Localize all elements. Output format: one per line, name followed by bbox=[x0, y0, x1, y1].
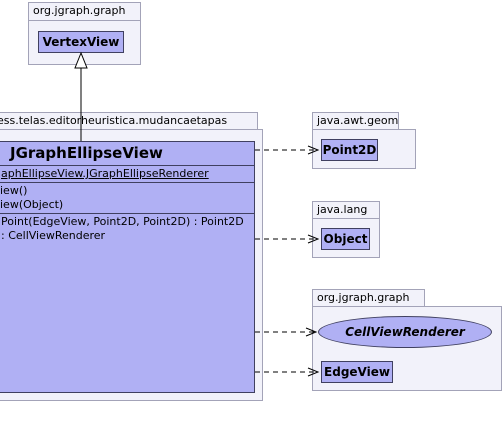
package-tab-lang: java.lang bbox=[312, 201, 380, 219]
class-vertex-view-label: VertexView bbox=[42, 35, 120, 49]
class-object[interactable]: Object bbox=[321, 228, 370, 250]
inheritance-arrowhead bbox=[74, 51, 88, 69]
interface-cell-view-renderer-label: CellViewRenderer bbox=[345, 325, 465, 339]
attribute-row: aphEllipseView.JGraphEllipseRenderer bbox=[0, 167, 254, 181]
class-point2d-label: Point2D bbox=[322, 143, 377, 157]
package-name-top: org.jgraph.graph bbox=[33, 4, 126, 17]
dependency-arrowhead-edge-view bbox=[307, 367, 320, 377]
methods-compartment: Point(EdgeView, Point2D, Point2D) : Poin… bbox=[0, 214, 254, 244]
class-vertex-view[interactable]: VertexView bbox=[38, 31, 124, 53]
class-point2d[interactable]: Point2D bbox=[321, 139, 378, 161]
class-edge-view[interactable]: EdgeView bbox=[321, 361, 393, 383]
package-name-geom: java.awt.geom bbox=[317, 114, 399, 127]
constructors-compartment: iew() iew(Object) bbox=[0, 183, 254, 214]
dependency-arrowhead-point2d bbox=[307, 145, 320, 155]
dependency-arrowhead-cell-view-renderer bbox=[305, 327, 318, 337]
package-tab-geom: java.awt.geom bbox=[312, 112, 399, 130]
interface-cell-view-renderer[interactable]: CellViewRenderer bbox=[318, 316, 492, 348]
attributes-compartment: aphEllipseView.JGraphEllipseRenderer bbox=[0, 166, 254, 183]
package-name-main: ess.telas.editorheuristica.mudancaetapas bbox=[0, 114, 228, 127]
constructor-row: iew(Object) bbox=[0, 198, 64, 211]
class-jgraph-ellipse-view-title: JGraphEllipseView bbox=[0, 142, 254, 166]
attribute-renderer: aphEllipseView.JGraphEllipseRenderer bbox=[1, 167, 209, 180]
dependency-arrowhead-object bbox=[307, 234, 320, 244]
method-row: : CellViewRenderer bbox=[1, 229, 106, 242]
method-row: Point(EdgeView, Point2D, Point2D) : Poin… bbox=[1, 215, 244, 228]
package-name-graph2: org.jgraph.graph bbox=[317, 291, 410, 304]
class-jgraph-ellipse-view[interactable]: JGraphEllipseView aphEllipseView.JGraphE… bbox=[0, 141, 255, 393]
constructor-row: iew() bbox=[0, 184, 28, 197]
class-object-label: Object bbox=[323, 232, 368, 246]
package-name-lang: java.lang bbox=[317, 203, 368, 216]
class-edge-view-label: EdgeView bbox=[324, 365, 390, 379]
